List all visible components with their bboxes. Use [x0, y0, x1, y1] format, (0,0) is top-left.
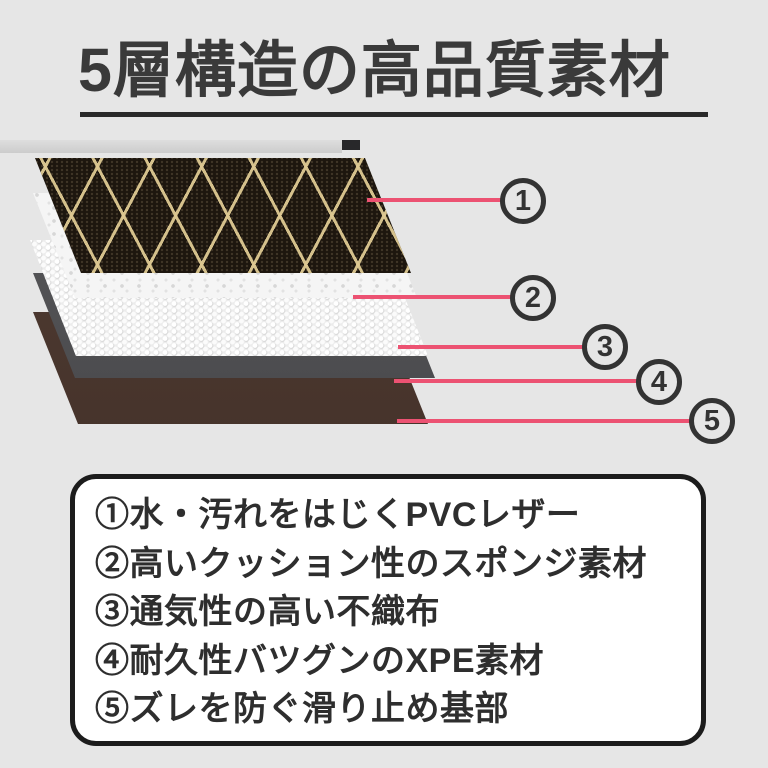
callout-line-4 — [394, 379, 639, 383]
legend-item-2: ②高いクッション性のスポンジ素材 — [95, 544, 647, 583]
layer-pvc-leather-icon — [35, 158, 411, 273]
callout-line-2 — [353, 295, 513, 299]
legend-item-4: ④耐久性バツグンのXPE素材 — [95, 641, 545, 680]
page-title: 5層構造の高品質素材 — [78, 36, 671, 104]
callout-badge-4: 4 — [636, 359, 682, 405]
callout-badge-3: 3 — [582, 324, 628, 370]
layer-diagram: 1 2 3 4 5 — [0, 140, 768, 470]
callout-badge-5: 5 — [689, 398, 735, 444]
callout-line-3 — [398, 345, 585, 349]
callout-badge-1: 1 — [500, 178, 546, 224]
legend-item-1: ①水・汚れをはじくPVCレザー — [95, 496, 581, 534]
legend-item-5: ⑤ズレを防ぐ滑り止め基部 — [95, 690, 509, 728]
callout-line-5 — [397, 419, 692, 423]
callout-badge-2: 2 — [510, 275, 556, 321]
legend-item-3: ③通気性の高い不織布 — [95, 593, 440, 631]
title-underline — [80, 112, 708, 117]
callout-line-1 — [367, 198, 503, 202]
legend-box: ①水・汚れをはじくPVCレザー ②高いクッション性のスポンジ素材 ③通気性の高い… — [70, 474, 706, 746]
layer-sponge-side-icon — [0, 140, 342, 153]
